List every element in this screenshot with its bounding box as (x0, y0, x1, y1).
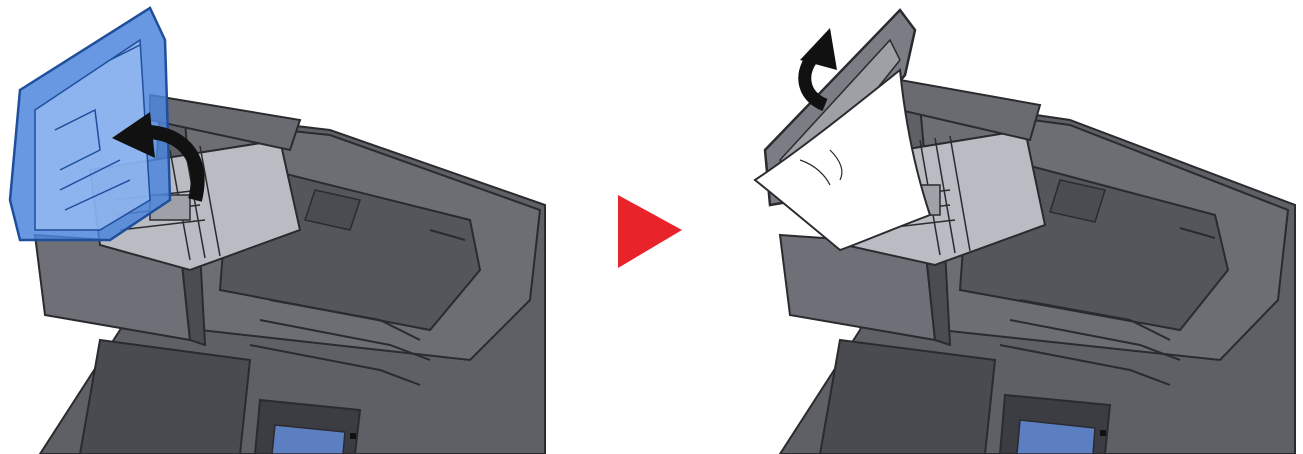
next-step-arrow-icon (600, 180, 700, 280)
operation-panel (820, 340, 995, 454)
step-remove-paper (740, 0, 1303, 454)
printer-remove-paper-icon (740, 0, 1303, 454)
step-open-cover (0, 0, 560, 454)
operation-panel (80, 340, 250, 454)
printer-open-cover-icon (0, 0, 560, 454)
